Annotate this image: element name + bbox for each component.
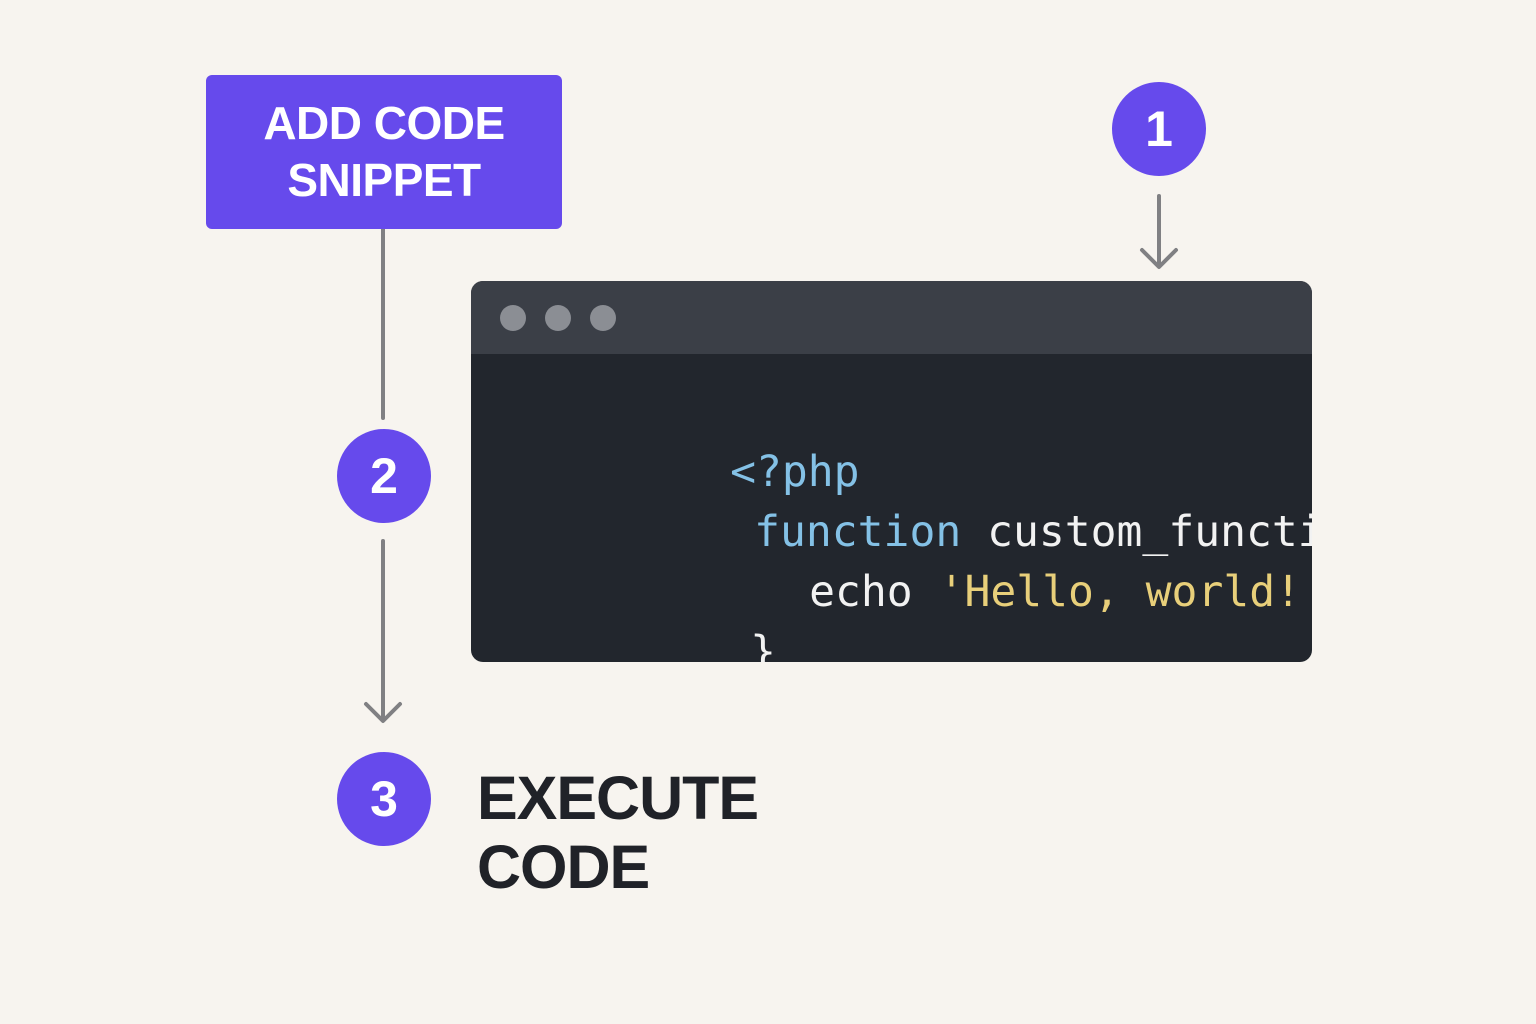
code-line: echo 'Hello, world!';: [602, 502, 1312, 662]
step-1-badge: 1: [1112, 82, 1206, 176]
code-token-plain: custom_function() {: [987, 507, 1312, 557]
step-3-badge: 3: [337, 752, 431, 846]
code-token-plain: }: [750, 627, 776, 662]
window-dot-icon: [500, 305, 526, 331]
code-token-string: 'Hello, world!': [938, 567, 1312, 617]
execute-code-label: EXECUTE CODE: [477, 764, 759, 901]
add-code-snippet-box: ADD CODE SNIPPET: [206, 75, 562, 229]
step-2-badge: 2: [337, 429, 431, 523]
window-dot-icon: [590, 305, 616, 331]
code-editor-window: <?php function custom_function() { echo …: [471, 281, 1312, 662]
code-token-tag: <?php: [730, 447, 860, 497]
window-dot-icon: [545, 305, 571, 331]
arrowhead-down-icon: [1140, 248, 1178, 269]
code-token-plain: echo: [809, 567, 939, 617]
code-line: function custom_function() {: [547, 442, 1312, 622]
editor-titlebar: [471, 281, 1312, 354]
arrowhead-down-icon: [364, 702, 402, 723]
code-line: }: [543, 562, 776, 662]
code-token-keyword: function: [754, 507, 962, 557]
code-line: <?php: [523, 382, 860, 562]
code-block: <?php function custom_function() { echo …: [471, 354, 1312, 662]
